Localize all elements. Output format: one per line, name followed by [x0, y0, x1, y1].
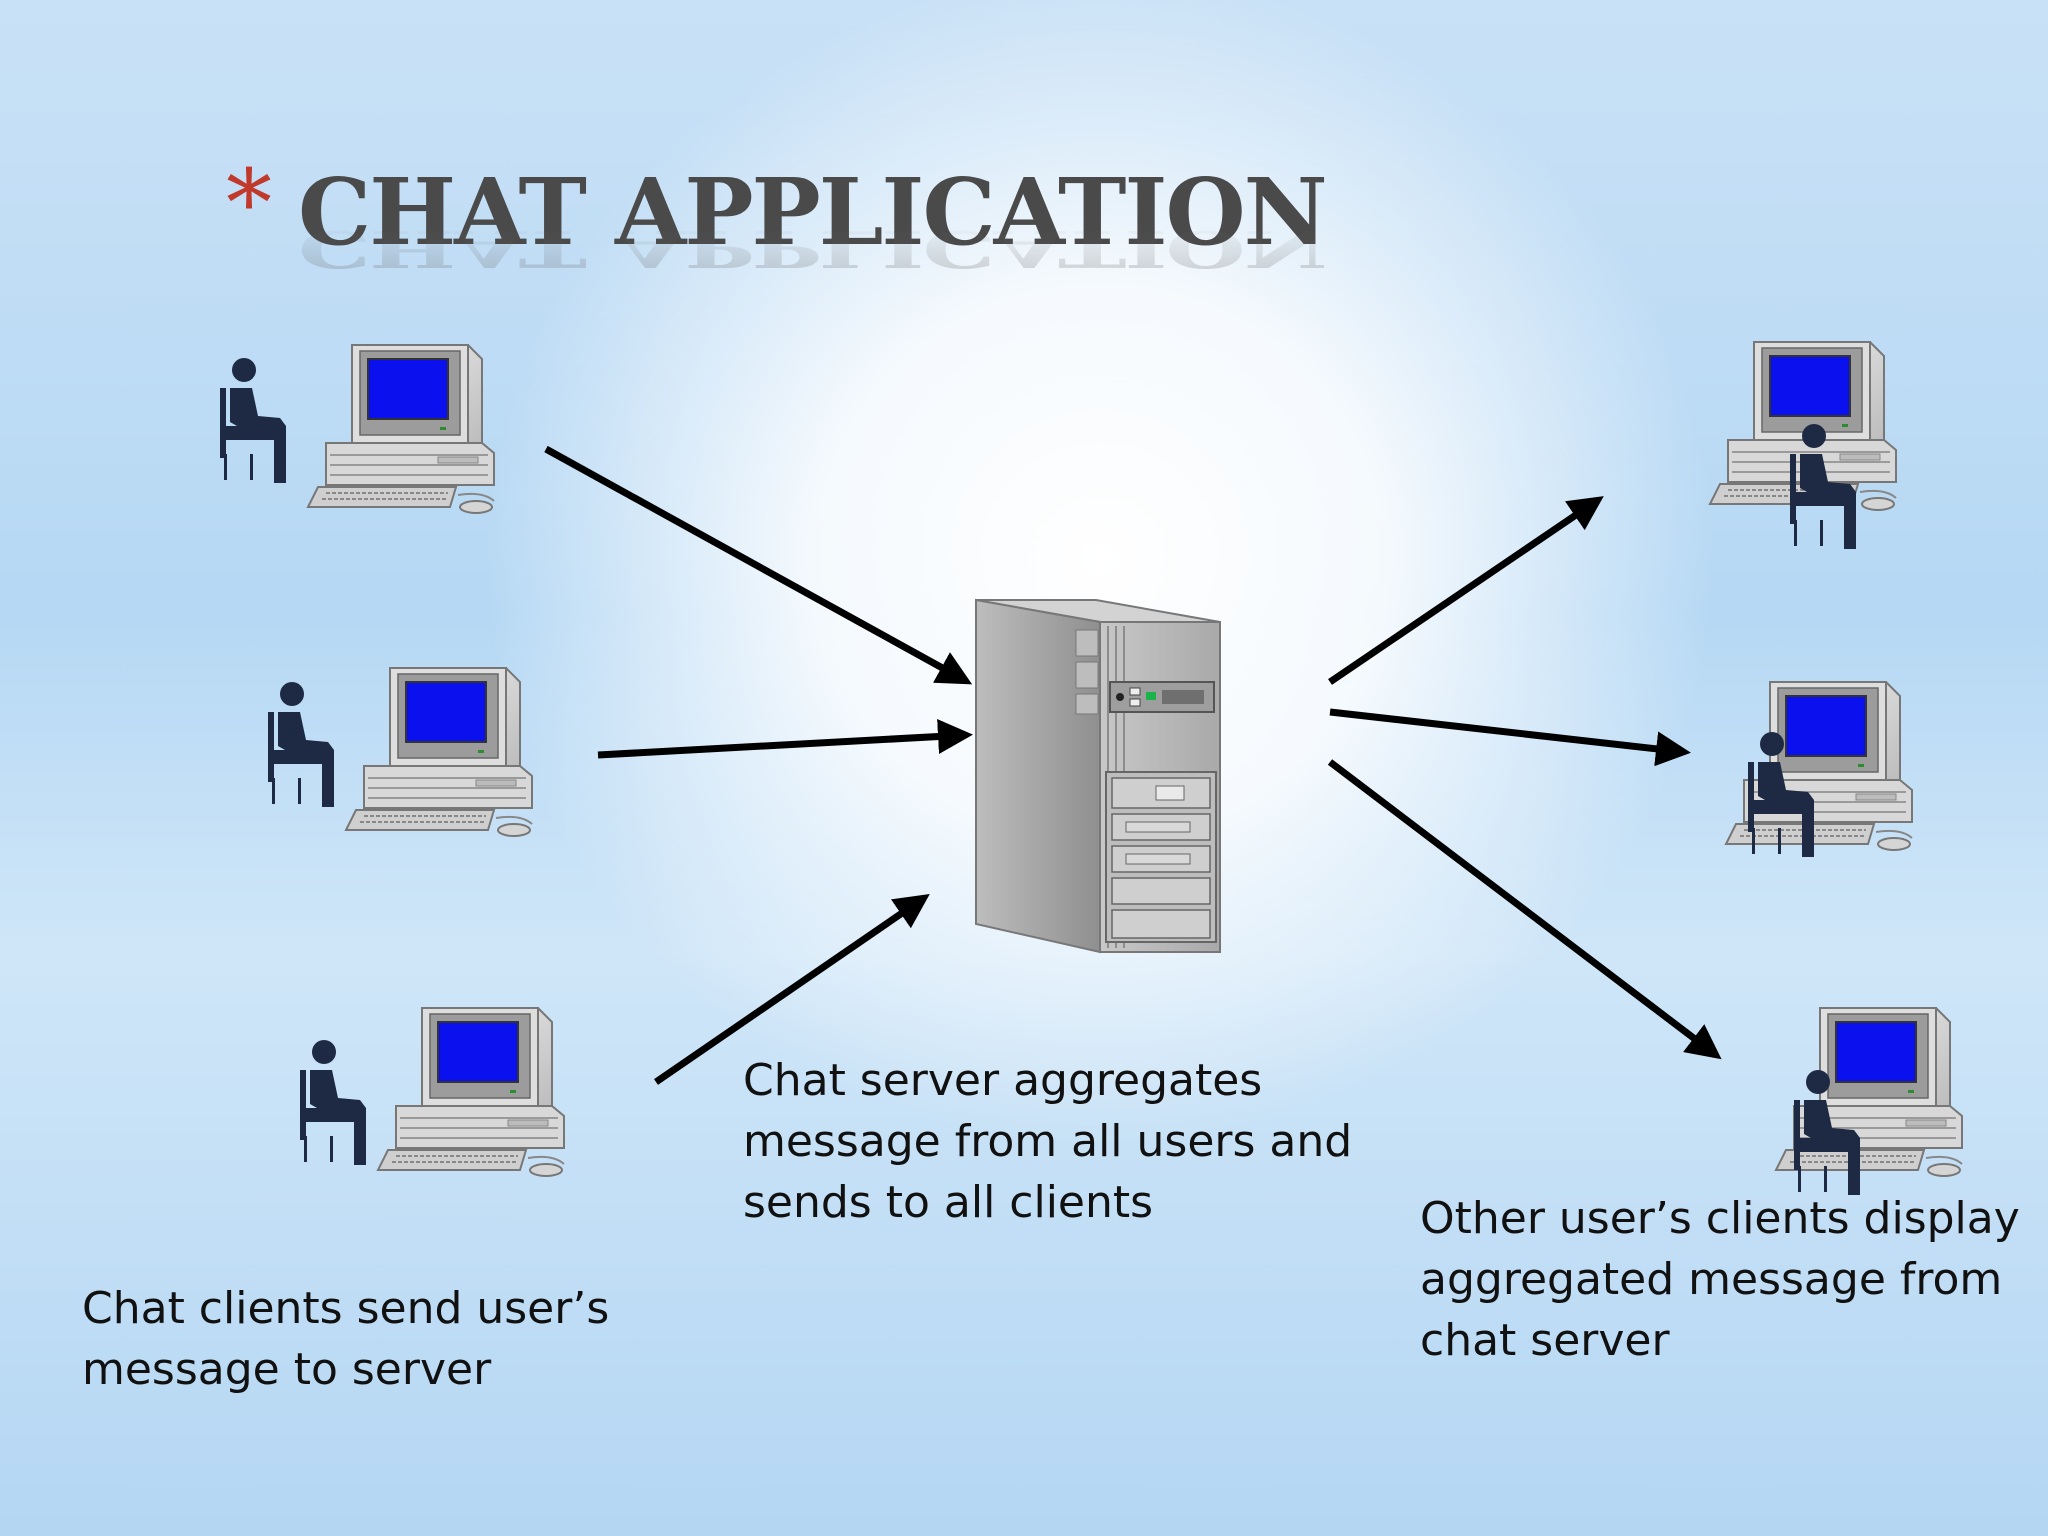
client-workstation-2 — [268, 667, 533, 837]
receiver-workstation-3 — [1775, 1007, 1963, 1195]
client-workstation-1 — [220, 344, 495, 514]
arrow-icon-server-to-receiver3 — [1327, 759, 1722, 1060]
arrow-icon-client1-to-server — [544, 445, 973, 685]
clients-caption: Chat clients send user’s message to serv… — [82, 1283, 610, 1395]
person-icon — [300, 1040, 366, 1165]
arrow-icon-server-to-receiver2 — [1329, 708, 1691, 767]
server-caption: Chat server aggregates message from all … — [743, 1055, 1353, 1228]
computer-icon — [307, 344, 495, 514]
receiver-workstation-1 — [1709, 341, 1897, 549]
arrow-icon-server-to-receiver1 — [1328, 496, 1604, 685]
person-icon — [220, 358, 286, 483]
arrow-icon-client3-to-server — [654, 894, 930, 1085]
receiver-workstation-2 — [1725, 681, 1913, 857]
arrow-icon-client2-to-server — [597, 719, 973, 759]
person-icon — [268, 682, 334, 807]
computer-icon — [377, 1007, 565, 1177]
client-workstation-3 — [300, 1007, 565, 1177]
computer-icon — [345, 667, 533, 837]
title-asterisk: * — [226, 150, 272, 257]
receivers-caption: Other user’s clients display aggregated … — [1420, 1193, 2020, 1366]
slide-title: CHAT APPLICATION — [298, 158, 1328, 266]
chat-server-icon — [975, 599, 1221, 953]
